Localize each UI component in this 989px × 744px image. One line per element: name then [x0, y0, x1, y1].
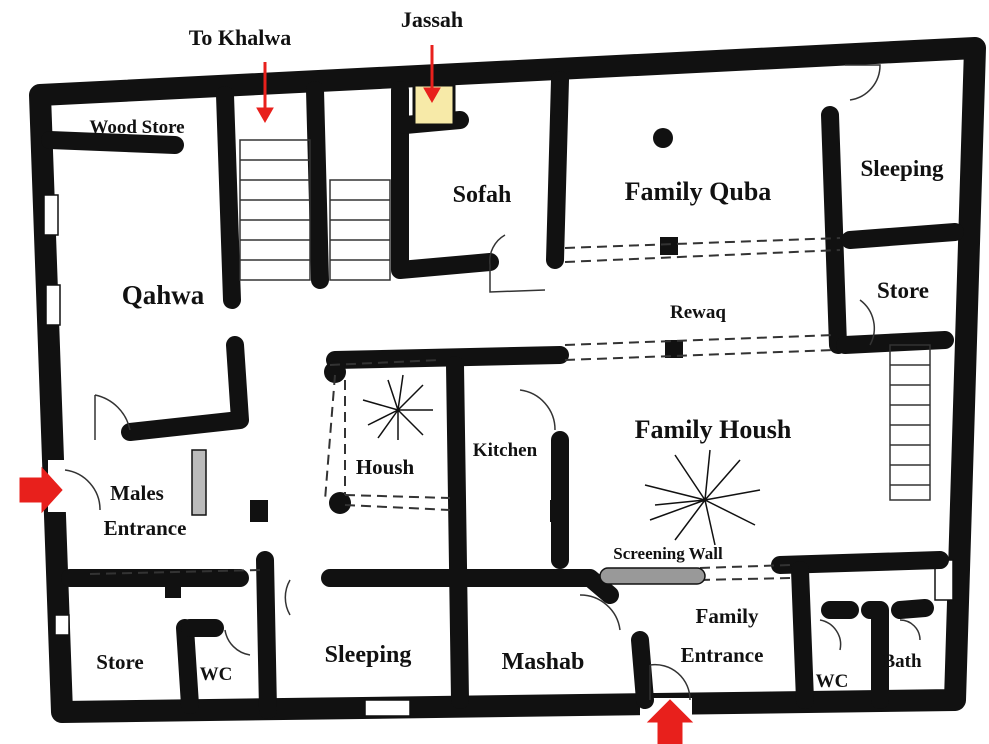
label-sofah: Sofah	[453, 182, 512, 208]
stairs	[239, 139, 931, 501]
label-store-sw: Store	[96, 650, 143, 674]
partition	[191, 449, 207, 516]
screening-wall	[599, 567, 706, 585]
interior-walls	[41, 71, 964, 719]
tree-icon	[362, 374, 433, 440]
label-housh: Housh	[356, 455, 415, 479]
label-family-quba: Family Quba	[625, 177, 772, 206]
jassah-box	[412, 83, 456, 127]
window	[43, 194, 59, 236]
label-family-housh: Family Housh	[635, 415, 792, 444]
label-jassah: Jassah	[401, 7, 463, 32]
window	[54, 614, 70, 636]
arrow-icon	[19, 45, 694, 744]
label-wc-e: WC	[816, 671, 849, 692]
label-to-khalwa: To Khalwa	[189, 25, 292, 50]
label-rewaq: Rewaq	[670, 302, 726, 323]
doors	[64, 64, 921, 701]
label-family: Family	[696, 604, 759, 628]
window	[45, 284, 61, 326]
columns	[165, 128, 683, 598]
label-kitchen: Kitchen	[473, 440, 538, 461]
dashed-edges	[89, 237, 841, 581]
label-mashab: Mashab	[502, 649, 585, 675]
label-sleeping-s: Sleeping	[325, 642, 412, 668]
label-bath: Bath	[882, 651, 922, 672]
palm-icon	[644, 449, 761, 546]
label-wc-w: WC	[200, 664, 233, 685]
label-males-entrance: Entrance	[104, 516, 187, 540]
window	[364, 699, 411, 717]
label-screening-wall: Screening Wall	[613, 544, 723, 563]
label-family-entrance: Entrance	[681, 643, 764, 667]
label-sleeping-ne: Sleeping	[860, 156, 944, 181]
label-males: Males	[110, 481, 164, 505]
label-qahwa: Qahwa	[122, 280, 205, 310]
label-store-e: Store	[877, 278, 929, 303]
label-wood-store: Wood Store	[89, 117, 184, 138]
